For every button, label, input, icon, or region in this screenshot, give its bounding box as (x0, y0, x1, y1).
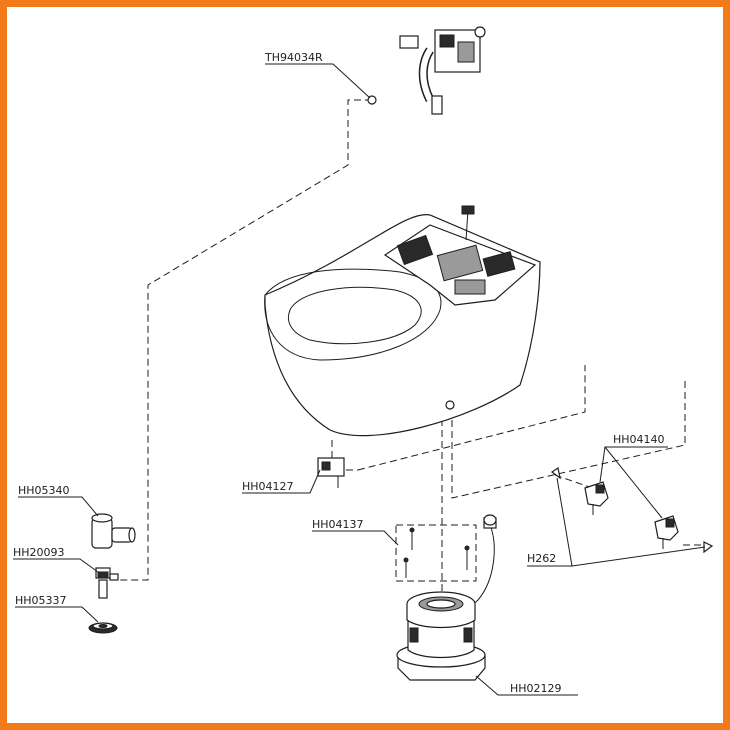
valve-block-detail-1 (439, 34, 455, 48)
guide-line-bracket-right-1 (357, 365, 586, 471)
flange-ring-side (406, 604, 476, 629)
valve-knob (474, 26, 486, 38)
label-hh02129: HH02129 (510, 682, 562, 695)
valve-outlet-end (128, 527, 136, 543)
flange-hh02129-part (396, 514, 497, 681)
label-hh05337: HH05337 (15, 594, 67, 607)
screw-2-head (464, 545, 470, 551)
label-h262: H262 (527, 552, 556, 565)
leader-hh04127 (242, 469, 321, 494)
washer-hh05337-hole (98, 624, 108, 628)
electronics-module-2 (436, 244, 484, 282)
guide-line-bracket-right-2 (451, 380, 686, 499)
part-callouts: TH94034R HH04140 HH04127 HH05340 HH04137… (13, 51, 706, 696)
assembly-guide-lines (118, 99, 708, 600)
pin-left (550, 467, 561, 480)
angle-valve-part (88, 513, 136, 634)
right-bracket-upper-detail (595, 484, 605, 494)
flange-opening (426, 599, 456, 609)
electronics-module-3 (482, 251, 516, 277)
valve-block-detail-2 (457, 41, 475, 63)
label-hh05340: HH05340 (18, 484, 70, 497)
guide-line-bowl-to-bracket (331, 440, 358, 471)
bowl-drain-hole (445, 400, 455, 410)
valve-hh20093-thread (98, 579, 108, 599)
valve-body-top (91, 513, 113, 523)
electronics-rod-cap (461, 205, 475, 215)
bracket-hh04127-part (317, 457, 345, 488)
hose-clip (399, 35, 419, 49)
bowl-opening (287, 286, 422, 345)
valve-hh20093-nut (97, 571, 109, 579)
leader-hh04137 (312, 530, 399, 546)
electronics-module-1 (396, 234, 434, 266)
screws-hh04137-part (403, 527, 470, 578)
guide-line-hose-to-valve (118, 99, 372, 581)
leader-hh02129 (475, 675, 578, 696)
right-bracket-lower-detail (665, 518, 675, 528)
sensor-plug-head (483, 514, 497, 526)
exploded-parts-diagram: TH94034R HH04140 HH04127 HH05340 HH04137… (13, 26, 714, 696)
bowl-rim (264, 268, 442, 361)
bracket-hh04140-part (584, 481, 679, 549)
hose-unit-part (367, 26, 486, 123)
label-hh20093: HH20093 (13, 546, 65, 559)
label-hh04127: HH04127 (242, 480, 294, 493)
hose-loop-inner (370, 43, 434, 123)
label-hh04140: HH04140 (613, 433, 665, 446)
electronics-rod (465, 209, 469, 241)
pin-right (703, 541, 714, 554)
hose-end-connector (431, 95, 443, 115)
label-hh04137: HH04137 (312, 518, 364, 531)
hose-second-inner (420, 48, 433, 102)
leader-hh05337 (15, 606, 99, 623)
leader-hh04140-1 (599, 446, 668, 483)
electronics-module-4 (454, 279, 486, 295)
label-th94034r: TH94034R (264, 51, 323, 64)
leader-hh04140-2 (604, 446, 663, 519)
leader-hh20093 (13, 558, 99, 573)
flange-clip-left (409, 627, 419, 643)
flange-clip-right (463, 627, 473, 643)
screw-3-head (403, 557, 409, 563)
valve-hh20093-side (109, 573, 119, 581)
toilet-bowl-part (264, 205, 541, 437)
leader-h262-2 (571, 546, 706, 567)
leader-hh05340 (18, 496, 99, 517)
leader-th94034r (265, 63, 371, 99)
screw-1-head (409, 527, 415, 533)
screw-group-box (395, 524, 477, 582)
flange-body (407, 619, 475, 659)
bracket-detail (321, 461, 331, 471)
